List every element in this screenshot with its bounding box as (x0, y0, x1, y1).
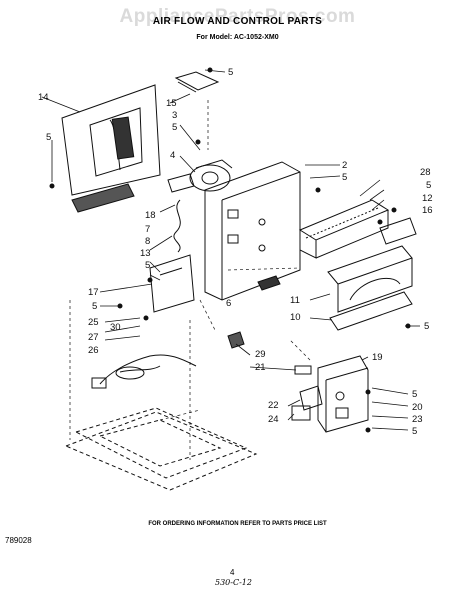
callout-19: 19 (372, 352, 383, 363)
part-6 (257, 275, 281, 291)
callout-23: 23 (412, 414, 423, 425)
callout-26: 26 (88, 345, 99, 356)
center-shroud-part (204, 161, 301, 301)
front-grille-part (61, 84, 161, 213)
callout-20: 20 (412, 402, 423, 413)
leader-lines (41, 69, 420, 431)
power-cord-part (91, 354, 197, 389)
callout-21: 21 (255, 362, 266, 373)
callout-16: 16 (422, 205, 433, 216)
callout-5-top: 5 (228, 67, 233, 78)
alignment-lines (69, 100, 311, 460)
callout-2: 2 (342, 160, 347, 171)
callout-5-blower: 5 (424, 321, 429, 332)
wire-harness (173, 199, 181, 253)
clip-part-29 (227, 331, 245, 349)
callout-5-wire: 5 (145, 260, 150, 271)
callout-6: 6 (226, 298, 231, 309)
callout-5-left: 5 (46, 132, 51, 143)
callout-27: 27 (88, 332, 99, 343)
top-bracket-part (174, 71, 220, 93)
callout-5-motor: 5 (172, 122, 177, 133)
callout-8: 8 (145, 236, 150, 247)
callout-29: 29 (255, 349, 266, 360)
callout-3: 3 (172, 110, 177, 121)
part-24 (291, 405, 311, 421)
part-22 (299, 385, 323, 411)
switch-box-part (317, 355, 369, 433)
bracket-part-18 (167, 173, 195, 193)
heater-box-part (298, 199, 390, 259)
motor-part (189, 159, 233, 192)
model-subtitle: For Model: AC-1052-XM0 (196, 34, 279, 41)
handwritten-code: 530-C-12 (215, 578, 252, 587)
callout-18: 18 (145, 210, 156, 221)
callout-24: 24 (268, 414, 279, 425)
callout-4: 4 (170, 150, 175, 161)
callout-28: 28 (420, 167, 431, 178)
callout-7: 7 (145, 224, 150, 235)
callout-5-bracket: 5 (92, 301, 97, 312)
callout-25: 25 (88, 317, 99, 328)
callout-labels: 5 14 5 15 3 5 4 2 5 28 5 12 16 18 7 8 13… (38, 67, 433, 437)
control-bracket-part (149, 254, 195, 313)
document-number: 789028 (5, 536, 32, 545)
watermark-text: AppliancePartsPros.com (119, 6, 356, 27)
callout-5-shroud: 5 (342, 172, 347, 183)
blower-housing-part (327, 245, 413, 331)
callout-14: 14 (38, 92, 49, 103)
page-number: 4 (230, 568, 235, 577)
part-21 (294, 365, 312, 375)
base-pan-part (64, 407, 258, 491)
callout-10: 10 (290, 312, 301, 323)
callout-17: 17 (88, 287, 99, 298)
callout-5-heater: 5 (426, 180, 431, 191)
callout-15: 15 (166, 98, 177, 109)
bracket-part-12 (379, 217, 417, 245)
diagram-title: AIR FLOW AND CONTROL PARTS (152, 16, 323, 27)
callout-13: 13 (140, 248, 151, 259)
callout-30: 30 (110, 322, 121, 333)
callout-12: 12 (422, 193, 433, 204)
ordering-note: FOR ORDERING INFORMATION REFER TO PARTS … (148, 521, 327, 527)
screw-fasteners (49, 67, 411, 433)
callout-5-switch: 5 (412, 389, 417, 400)
callout-11: 11 (290, 295, 300, 306)
callout-22: 22 (268, 400, 279, 411)
callout-5-bottom: 5 (412, 426, 417, 437)
